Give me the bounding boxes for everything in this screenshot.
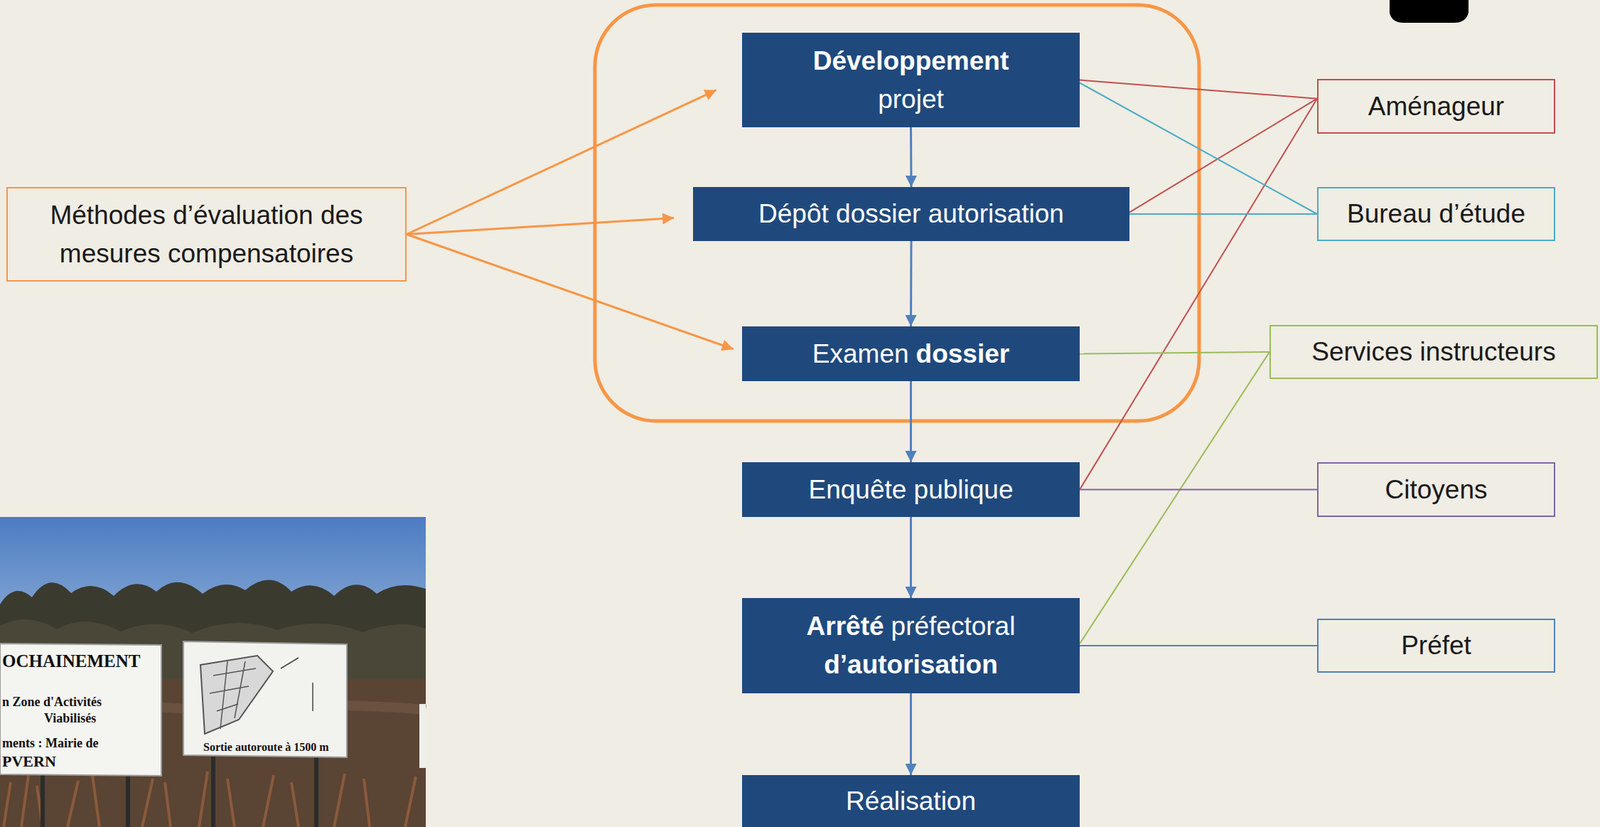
connector: [1079, 351, 1270, 644]
node-label: Dépôt dossier autorisation: [758, 199, 1065, 229]
connector: [1079, 644, 1318, 647]
node-text: Préfet: [1400, 626, 1472, 665]
group-outline: [594, 4, 1200, 421]
sign-map: [200, 655, 273, 734]
text-line: Réalisation: [845, 781, 976, 821]
sign-text: n Zone d'Activités: [2, 695, 102, 710]
sign-board: [183, 641, 347, 757]
node-label: Examen: [812, 339, 910, 369]
text-line: Dépôt dossier autorisation: [758, 194, 1065, 234]
text-line: projet: [813, 80, 1010, 119]
connector: [1079, 351, 1270, 354]
sign-map-lines: [209, 661, 256, 729]
actor-box: Citoyens: [1317, 462, 1556, 517]
connector: [406, 218, 674, 235]
node-label: Aménageur: [1368, 91, 1505, 121]
sign-post: [125, 774, 131, 827]
sign-board-edge: [419, 703, 426, 768]
node-label: Services instructeurs: [1311, 336, 1556, 367]
node-label: Enquête publique: [808, 474, 1013, 504]
sign-text: ments : Mairie de: [2, 736, 99, 751]
photo-weeds: [3, 771, 416, 827]
sign-post: [211, 756, 216, 827]
node-label: Développement: [813, 46, 1010, 76]
node-label: dossier: [916, 339, 1011, 369]
connector: [406, 234, 734, 350]
node-text: Développement projet: [813, 41, 1010, 118]
node-label: Citoyens: [1385, 474, 1488, 504]
connector: [909, 240, 913, 327]
connector: [909, 127, 913, 187]
actor-box: Bureau d’étude: [1317, 186, 1556, 241]
node-text: Enquête publique: [808, 470, 1013, 509]
node-text: Arrêtépréfectorald’autorisation: [806, 607, 1016, 684]
process-box: Dépôt dossier autorisation: [693, 186, 1130, 241]
node-text: Aménageur: [1368, 87, 1505, 126]
connector: [406, 90, 717, 235]
connector: [1079, 80, 1318, 99]
sign-text: PVERN: [2, 752, 57, 770]
connector: [909, 693, 912, 775]
actor-box: Aménageur: [1317, 78, 1556, 134]
sign-post: [40, 774, 45, 827]
node-text: Réalisation: [845, 781, 976, 821]
node-label: d’autorisation: [823, 649, 998, 679]
process-box: Examendossier: [742, 326, 1080, 381]
text-line: d’autorisation: [806, 645, 1016, 684]
connector: [1079, 489, 1318, 491]
connector: [1129, 213, 1318, 215]
node-label: Réalisation: [845, 786, 976, 816]
actor-box: Services instructeurs: [1269, 324, 1598, 379]
connector: [909, 380, 912, 463]
node-label: préfectoral: [891, 611, 1016, 641]
connector: [909, 516, 912, 598]
sign-board: [0, 643, 162, 776]
text-line: Examendossier: [812, 334, 1010, 374]
node-label: Bureau d’étude: [1346, 199, 1526, 229]
text-line: Citoyens: [1385, 470, 1488, 509]
node-text: Dépôt dossier autorisation: [758, 194, 1065, 234]
process-box: Arrêtépréfectorald’autorisation: [742, 597, 1080, 694]
text-line: Aménageur: [1368, 87, 1505, 126]
text-line: Services instructeurs: [1311, 332, 1556, 372]
sign-map-mark: [280, 657, 313, 711]
process-box: Développement projet: [742, 32, 1080, 128]
node-label: Préfet: [1400, 630, 1472, 660]
node-text: Bureau d’étude: [1346, 194, 1526, 234]
photo-sky: [0, 516, 426, 827]
sign-text: Viabilisés: [44, 711, 96, 726]
sign-text: OCHAINEMENT: [2, 651, 141, 671]
site-photo: [0, 516, 426, 827]
node-label: Méthodes d’évaluation des mesures compen…: [49, 200, 363, 268]
actor-box: Méthodes d’évaluation des mesures compen…: [6, 186, 407, 282]
text-line: Développement: [813, 41, 1010, 81]
sign-post: [314, 756, 319, 827]
node-label: Arrêté: [806, 611, 885, 641]
node-label: projet: [877, 84, 944, 114]
sign-text: Sortie autoroute à 1500 m: [203, 740, 330, 754]
text-line: Méthodes d’évaluation des mesures compen…: [20, 196, 393, 273]
person-icon: [1389, 0, 1469, 23]
node-text: Examendossier: [812, 334, 1010, 374]
text-line: Enquête publique: [808, 470, 1013, 509]
process-box: Réalisation: [742, 774, 1080, 827]
process-box: Enquête publique: [742, 462, 1080, 517]
actor-box: Préfet: [1317, 618, 1556, 673]
node-text: Services instructeurs: [1311, 332, 1556, 372]
connector: [1129, 98, 1318, 213]
node-text: Citoyens: [1385, 470, 1488, 509]
text-line: Bureau d’étude: [1346, 194, 1526, 234]
text-line: Préfet: [1400, 626, 1472, 665]
text-line: Arrêtépréfectoral: [806, 607, 1016, 646]
connector: [1079, 98, 1318, 490]
node-text: Méthodes d’évaluation des mesures compen…: [20, 196, 393, 273]
